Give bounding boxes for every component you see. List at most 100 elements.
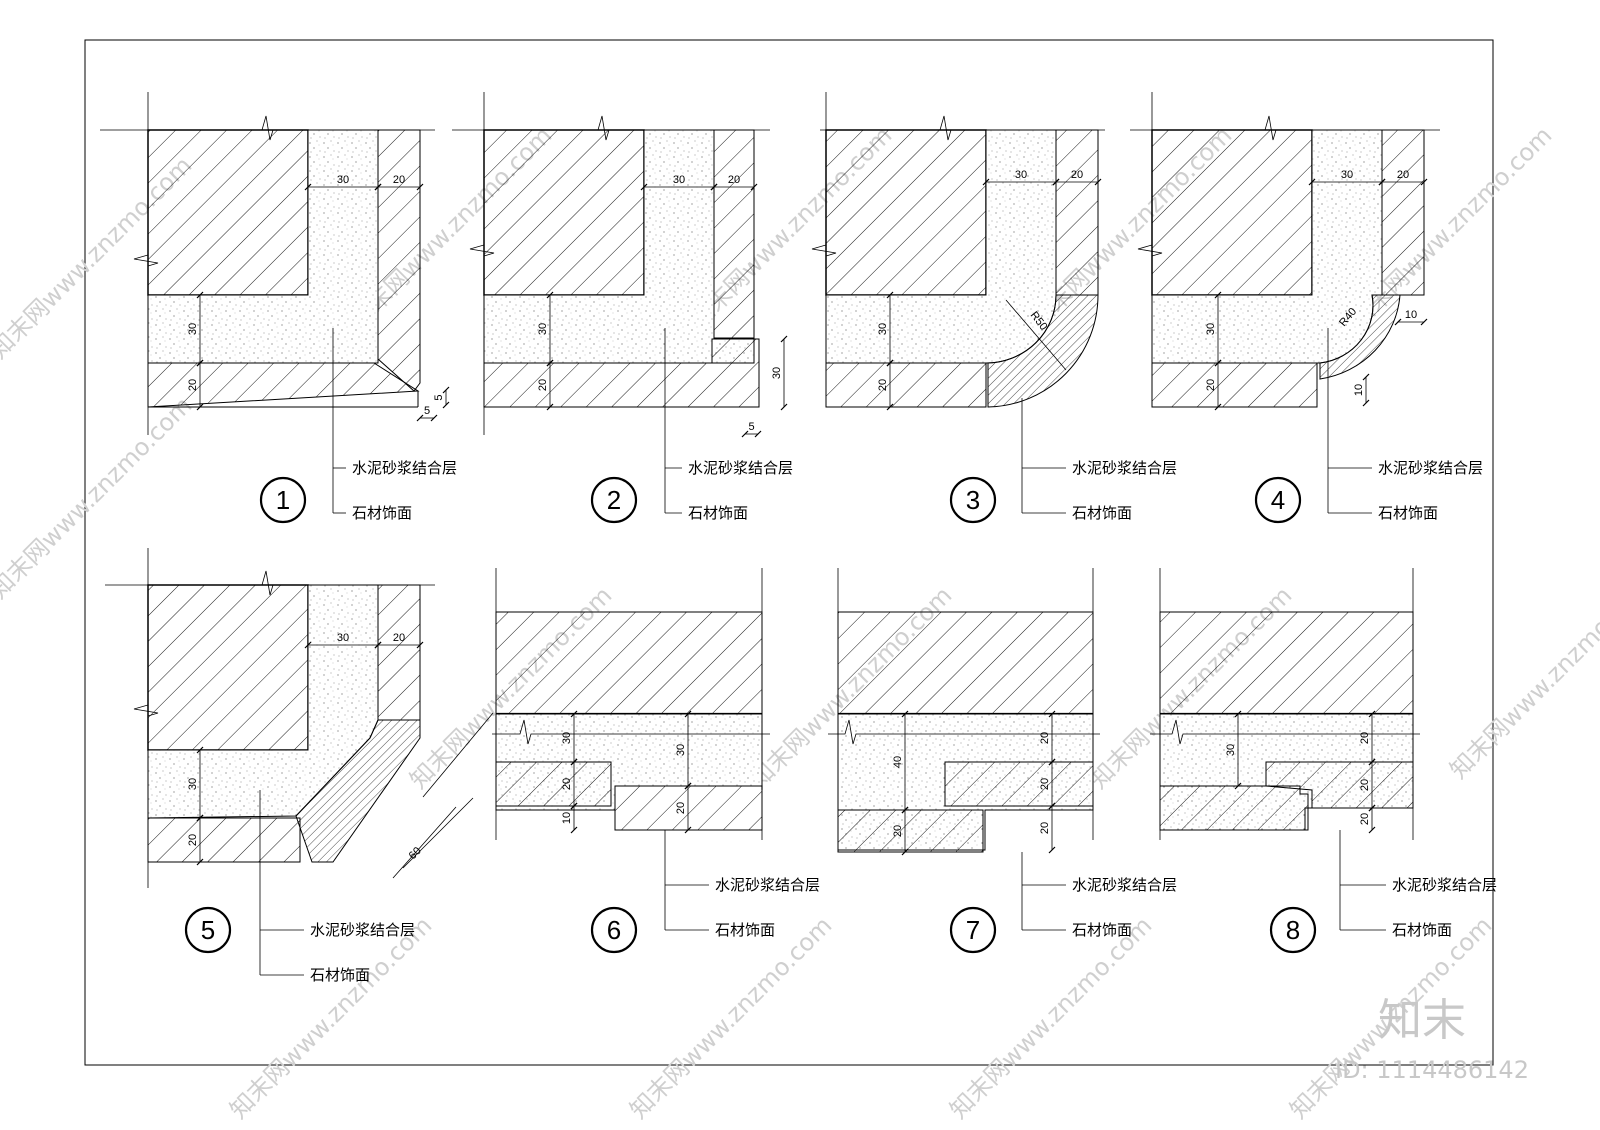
dim-label: 20 xyxy=(1359,732,1371,744)
dim-label: 30 xyxy=(1205,323,1217,335)
stone-label: 石材饰面 xyxy=(715,921,775,939)
dim-label: 30 xyxy=(1341,169,1353,181)
stone-facing-b xyxy=(377,584,421,721)
dim-tick xyxy=(570,826,578,834)
mortar-label: 水泥砂浆结合层 xyxy=(310,921,415,939)
dim-label: 20 xyxy=(1359,779,1371,791)
dim-label: 5 xyxy=(748,421,754,433)
detail-number: 3 xyxy=(966,485,980,515)
dim-label: 30 xyxy=(673,174,685,186)
dim-line xyxy=(392,806,457,879)
dim-line xyxy=(402,797,474,869)
watermark-site: 知末网www.znzmo.com xyxy=(0,391,197,604)
stone-label: 石材饰面 xyxy=(1072,504,1132,522)
concrete-structure xyxy=(147,129,309,296)
dim-tick xyxy=(374,183,382,191)
dim-tick xyxy=(1048,710,1056,718)
dim-tick xyxy=(640,183,648,191)
detail-number-circle xyxy=(949,476,997,524)
dim-tick xyxy=(570,802,578,810)
dim-tick xyxy=(754,430,762,438)
watermark-site: 知末网www.znzmo.com xyxy=(224,911,437,1124)
concrete-structure xyxy=(1159,611,1414,715)
dim-tick xyxy=(1362,399,1370,407)
break-line xyxy=(1130,115,1440,141)
dim-tick xyxy=(196,746,204,754)
dim-label: 20 xyxy=(1039,822,1051,834)
stone-curved-corner xyxy=(987,294,1099,408)
dim-tick xyxy=(1052,178,1060,186)
mortar-label: 水泥砂浆结合层 xyxy=(688,459,793,477)
stone-label: 石材饰面 xyxy=(1392,921,1452,939)
stone-facing-b xyxy=(377,129,421,392)
mortar-label: 水泥砂浆结合层 xyxy=(1072,876,1177,894)
dim-tick xyxy=(416,414,424,422)
stone-facing-a xyxy=(837,809,984,853)
dim-tick xyxy=(1048,846,1056,854)
mortar-label: 水泥砂浆结合层 xyxy=(715,876,820,894)
dim-tick xyxy=(901,848,909,856)
break-line xyxy=(811,92,837,405)
dim-label: 20 xyxy=(877,379,889,391)
concrete-structure xyxy=(495,611,763,715)
dim-label: 20 xyxy=(1039,732,1051,744)
dim-label: 20 xyxy=(728,174,740,186)
dim-tick xyxy=(886,291,894,299)
dim-tick xyxy=(1368,804,1376,812)
dim-tick xyxy=(416,641,424,649)
dim-tick xyxy=(901,710,909,718)
stone-mitred-corner xyxy=(295,719,421,863)
dim-label: 10 xyxy=(561,812,573,824)
dim-tick xyxy=(710,183,718,191)
dim-tick xyxy=(196,403,204,411)
dim-tick xyxy=(546,291,554,299)
detail-number: 6 xyxy=(607,915,621,945)
stone-facing-b xyxy=(944,761,1094,807)
dim-label: 20 xyxy=(892,825,904,837)
dim-tick xyxy=(1234,782,1242,790)
watermark-site: 知末网www.znzmo.com xyxy=(624,911,837,1124)
dim-tick xyxy=(570,710,578,718)
break-line xyxy=(820,115,1105,141)
detail-number-circle xyxy=(259,476,307,524)
dim-tick xyxy=(196,359,204,367)
stone-facing-b xyxy=(713,129,755,339)
mortar-label: 水泥砂浆结合层 xyxy=(1378,459,1483,477)
detail-number-circle xyxy=(1269,906,1317,954)
dim-label: 30 xyxy=(675,744,687,756)
break-line xyxy=(469,92,495,435)
detail-number: 1 xyxy=(276,485,290,515)
concrete-structure xyxy=(1151,129,1313,296)
watermark-id: ID: 1114486142 xyxy=(1335,1056,1529,1084)
detail-number: 2 xyxy=(607,485,621,515)
break-line xyxy=(100,115,435,141)
stone-facing-a xyxy=(147,817,301,863)
dim-tick xyxy=(1214,291,1222,299)
break-line xyxy=(452,115,770,141)
dim-tick xyxy=(886,403,894,411)
watermark-site: 知末网www.znzmo.com xyxy=(1444,571,1600,784)
dim-tick xyxy=(1394,318,1402,326)
mortar-label: 水泥砂浆结合层 xyxy=(1072,459,1177,477)
dim-label: 20 xyxy=(187,834,199,846)
dim-label: 30 xyxy=(187,323,199,335)
dim-label: 5 xyxy=(433,394,445,400)
concrete-structure xyxy=(837,611,1094,715)
radius-line xyxy=(1005,299,1067,371)
break-line xyxy=(492,719,770,745)
dim-tick xyxy=(780,335,788,343)
concrete-structure xyxy=(147,584,309,751)
dim-tick xyxy=(1368,710,1376,718)
break-line xyxy=(133,548,159,888)
dim-tick xyxy=(546,359,554,367)
dim-label: 30 xyxy=(337,174,349,186)
stone-label: 石材饰面 xyxy=(1072,921,1132,939)
dim-tick xyxy=(1378,178,1386,186)
break-line xyxy=(133,92,159,435)
